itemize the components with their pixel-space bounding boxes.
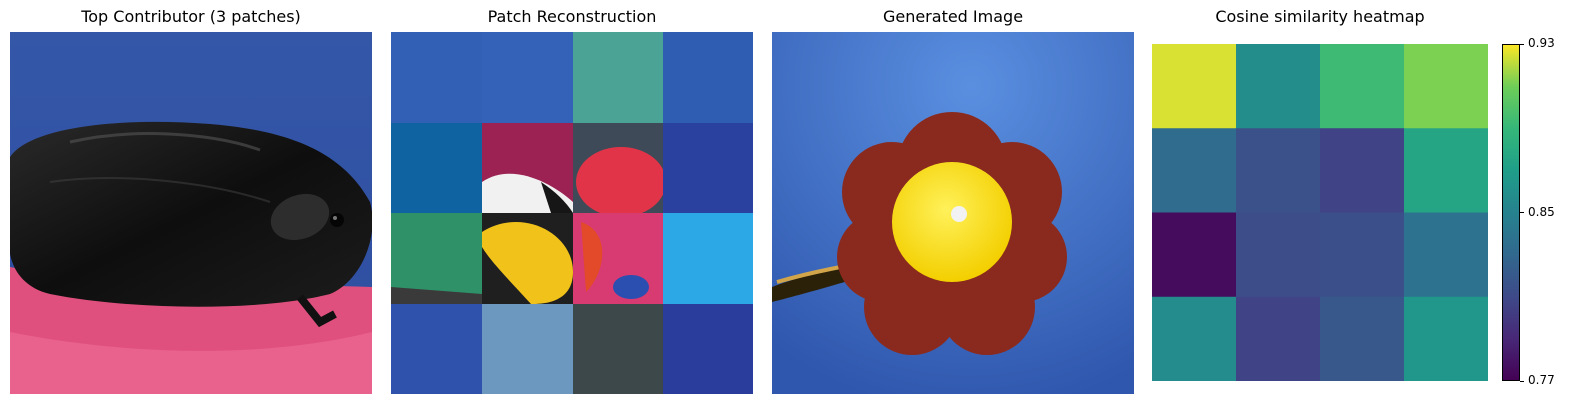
colorbar-tick-mark <box>1520 43 1524 45</box>
heatmap-cell-r1-c2 <box>1320 128 1405 213</box>
heatmap-cell-r0-c1 <box>1236 44 1321 129</box>
heatmap-cell-r1-c1 <box>1236 128 1321 213</box>
heatmap-cell-r0-c0 <box>1152 44 1237 129</box>
heatmap-cell-r3-c2 <box>1320 296 1405 381</box>
heatmap-cell-r2-c2 <box>1320 212 1405 298</box>
heatmap-cell-r0-c2 <box>1320 44 1405 129</box>
heatmap-cell-r3-c1 <box>1236 296 1321 381</box>
colorbar-tick-label: 0.85 <box>1528 204 1555 219</box>
colorbar-tick-mark <box>1520 212 1524 213</box>
colorbar-tick-label: 0.77 <box>1528 373 1555 387</box>
colorbar <box>1502 44 1520 381</box>
generated-image-title: Generated Image <box>882 7 1024 26</box>
heatmap-chart <box>1152 44 1488 381</box>
patch-reconstruction-title: Patch Reconstruction <box>487 7 657 26</box>
colorbar-tick-mark <box>1520 380 1524 382</box>
heatmap-title: Cosine similarity heatmap <box>1215 7 1425 26</box>
heatmap-cell-r3-c3 <box>1404 296 1488 381</box>
heatmap-cell-r2-c3 <box>1404 212 1488 298</box>
colorbar-tick-label: 0.93 <box>1528 36 1555 50</box>
heatmap-cell-r1-c3 <box>1404 128 1488 213</box>
heatmap-cell-r0-c3 <box>1404 44 1488 129</box>
top-contributor-title: Top Contributor (3 patches) <box>81 7 301 26</box>
patch-reconstruction-image <box>391 32 753 394</box>
heatmap-cell-r3-c0 <box>1152 296 1237 381</box>
generated-image <box>772 32 1134 394</box>
heatmap-cell-r1-c0 <box>1152 128 1237 213</box>
heatmap-cell-r2-c0 <box>1152 212 1237 298</box>
heatmap-cell-r2-c1 <box>1236 212 1321 298</box>
top-contributor-image <box>10 32 372 394</box>
